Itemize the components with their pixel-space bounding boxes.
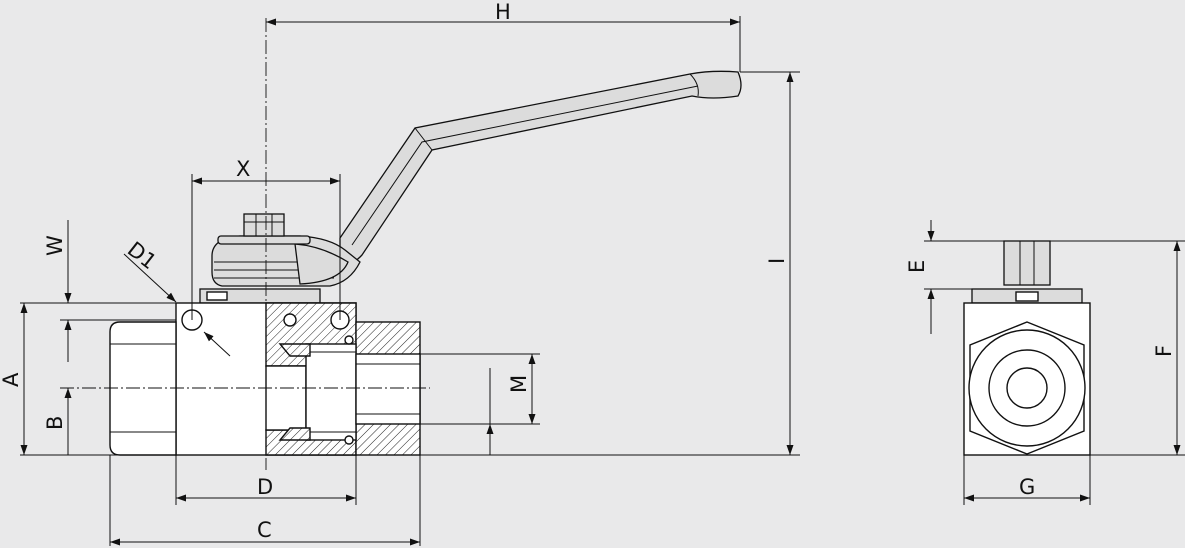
dim-label-a: A	[0, 372, 23, 387]
dim-label-e: E	[905, 260, 929, 273]
dim-label-b: B	[43, 416, 67, 430]
dim-label-c: C	[257, 518, 272, 542]
side-view: H X W D1 A B M I D C	[0, 0, 800, 546]
dim-label-m: M	[507, 375, 531, 393]
extension-lines	[20, 16, 800, 546]
dimension-lines	[20, 18, 794, 546]
front-view: E F G	[905, 220, 1185, 505]
dim-label-i: I	[765, 258, 789, 264]
dim-label-g: G	[1019, 475, 1035, 499]
section-view	[265, 302, 421, 456]
front-dimension-lines	[927, 220, 1181, 502]
left-port-fitting	[109, 321, 177, 456]
dim-label-x: X	[236, 157, 250, 181]
dim-label-d1: D1	[123, 237, 161, 274]
dim-label-w: W	[43, 235, 67, 256]
handle-lever	[339, 70, 742, 265]
stem-nut	[217, 213, 311, 245]
dim-label-f: F	[1152, 345, 1176, 357]
handle-hub	[211, 235, 361, 287]
dim-label-h: H	[495, 0, 511, 24]
front-stem	[971, 240, 1083, 304]
dim-label-d: D	[257, 475, 273, 499]
